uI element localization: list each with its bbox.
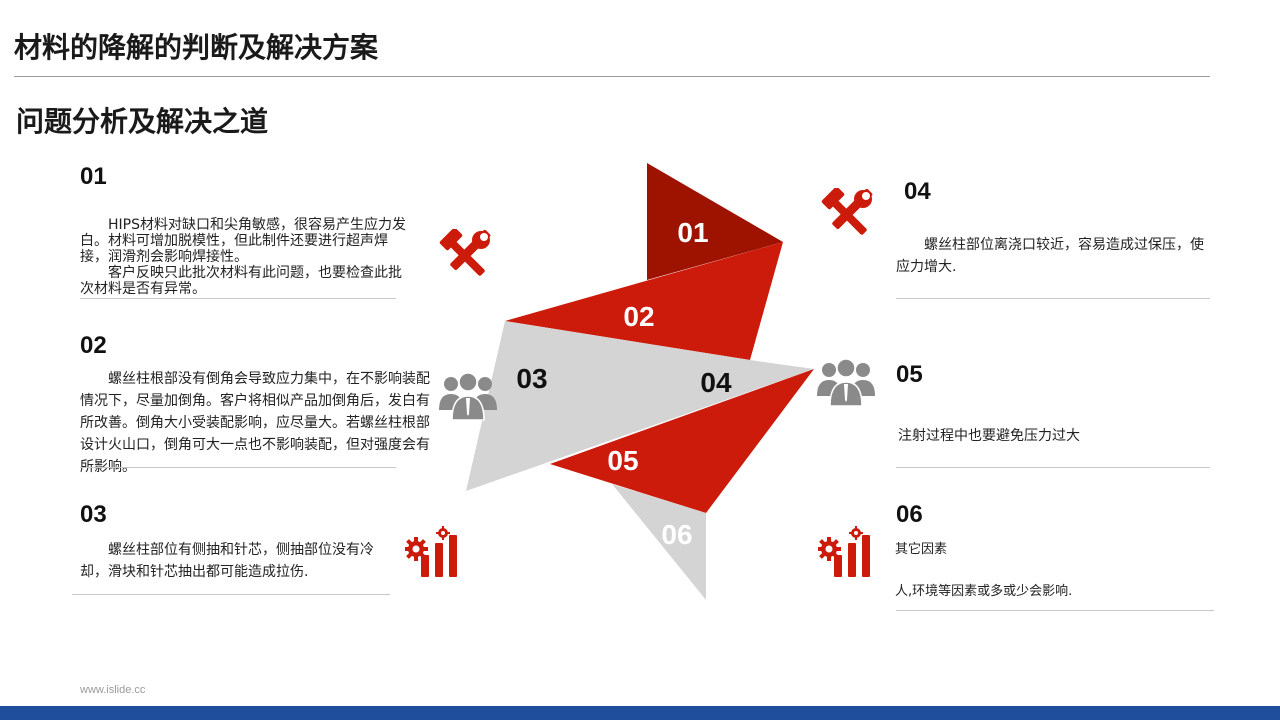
diagram-label-03: 03 [516,363,547,394]
segment-02 [505,242,783,360]
item-01-text: HIPS材料对缺口和尖角敏感，很容易产生应力发白。材料可增加脱模性，但此制件还要… [80,217,406,297]
title-divider [14,76,1210,77]
tools-icon [821,188,873,235]
item-05-line-1: 注射过程中也要避免压力过大 [898,428,1080,444]
page-title: 材料的降解的判断及解决方案 [14,31,379,64]
diagram-label-05: 05 [607,445,638,476]
segment-01 [647,163,783,280]
item-06-line-2: 人,环境等因素或多或少会影响. [895,584,1073,599]
item-06-divider [896,610,1214,611]
item-03-divider [72,594,390,595]
item-03-line-1: 螺丝柱部位有侧抽和针芯，侧抽部位没有冷却，滑块和针芯抽出都可能造成拉伤. [80,542,374,580]
item-01-divider [80,298,396,299]
item-04-divider [896,298,1210,299]
item-02-number: 02 [80,332,107,359]
gear-bar-chart-icon [818,526,870,577]
segment-05 [550,369,814,513]
item-04-line-1: 螺丝柱部位离浇口较近，容易造成过保压，使应力增大. [896,237,1204,275]
item-04-text: 螺丝柱部位离浇口较近，容易造成过保压，使应力增大. [896,234,1208,278]
diagram-label-04: 04 [700,367,732,398]
item-06-line-1: 其它因素 [895,542,948,557]
segment-06 [612,484,706,600]
item-03-number: 03 [80,501,107,528]
people-group-icon [439,372,497,421]
item-03-text: 螺丝柱部位有侧抽和针芯，侧抽部位没有冷却，滑块和针芯抽出都可能造成拉伤. [80,539,390,583]
item-02-divider [80,467,396,468]
item-04-number: 04 [904,178,931,205]
item-02-line-1: 螺丝柱根部没有倒角会导致应力集中，在不影响装配情况下，尽量加倒角。客户将相似产品… [80,371,430,475]
diagram-label-06: 06 [661,519,692,550]
item-02-text: 螺丝柱根部没有倒角会导致应力集中，在不影响装配情况下，尽量加倒角。客户将相似产品… [80,368,436,478]
footer-url: www.islide.cc [80,684,146,696]
tools-icon [439,229,491,276]
item-01-line-1: HIPS材料对缺口和尖角敏感，很容易产生应力发白。材料可增加脱模性，但此制件还要… [80,217,406,265]
section-subtitle: 问题分析及解决之道 [16,105,269,138]
item-05-text: 注射过程中也要避免压力过大 [898,425,1210,447]
item-06-number: 06 [896,501,923,528]
item-05-number: 05 [896,361,923,388]
segment-03 [466,321,814,491]
diagram-label-01: 01 [677,217,708,248]
item-01-number: 01 [80,163,107,190]
diagram-label-02: 02 [623,301,654,332]
gear-bar-chart-icon [405,526,457,577]
item-01-line-2: 客户反映只此批次材料有此问题，也要检查此批次材料是否有异常。 [80,265,402,297]
bottom-accent-bar [0,706,1280,720]
people-group-icon [817,358,875,407]
item-05-divider [896,467,1210,468]
